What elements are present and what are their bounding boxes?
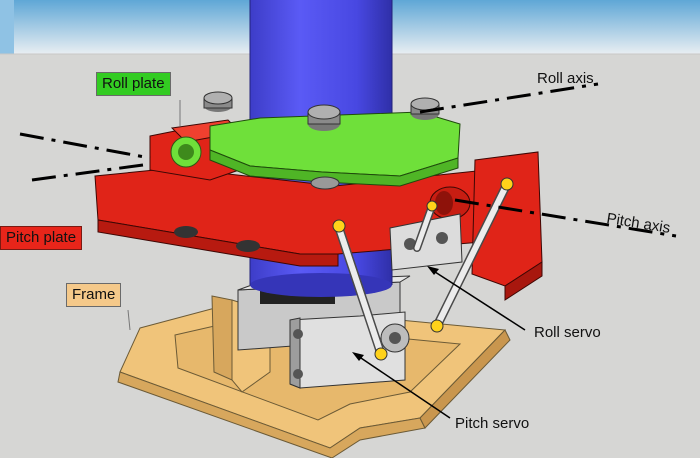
sky-left-panel — [0, 0, 14, 54]
frame-leader — [127, 309, 131, 331]
linkage-rods — [332, 177, 514, 361]
roll-servo-arrow — [431, 269, 526, 331]
pitch-axis-line — [454, 198, 677, 238]
roll-axis-line-left — [19, 132, 151, 160]
pitch-servo-arrow — [357, 355, 451, 419]
roll-plate-label: Roll plate — [96, 72, 171, 96]
roll-servo-arrowhead — [427, 266, 439, 275]
pitch-plate-label: Pitch plate — [0, 226, 83, 250]
roll-servo-body — [389, 213, 463, 271]
pitch-servo-label: Pitch servo — [455, 415, 530, 432]
roll-servo-label: Roll servo — [534, 324, 601, 341]
roll-axis-label: Roll axis — [537, 70, 594, 87]
pitch-servo-arrowhead — [352, 352, 364, 361]
roll-plate — [203, 91, 461, 190]
frame-label: Frame — [66, 283, 122, 307]
roll-axis-line-right — [419, 82, 599, 114]
roll-axis-line-lower — [31, 162, 151, 182]
